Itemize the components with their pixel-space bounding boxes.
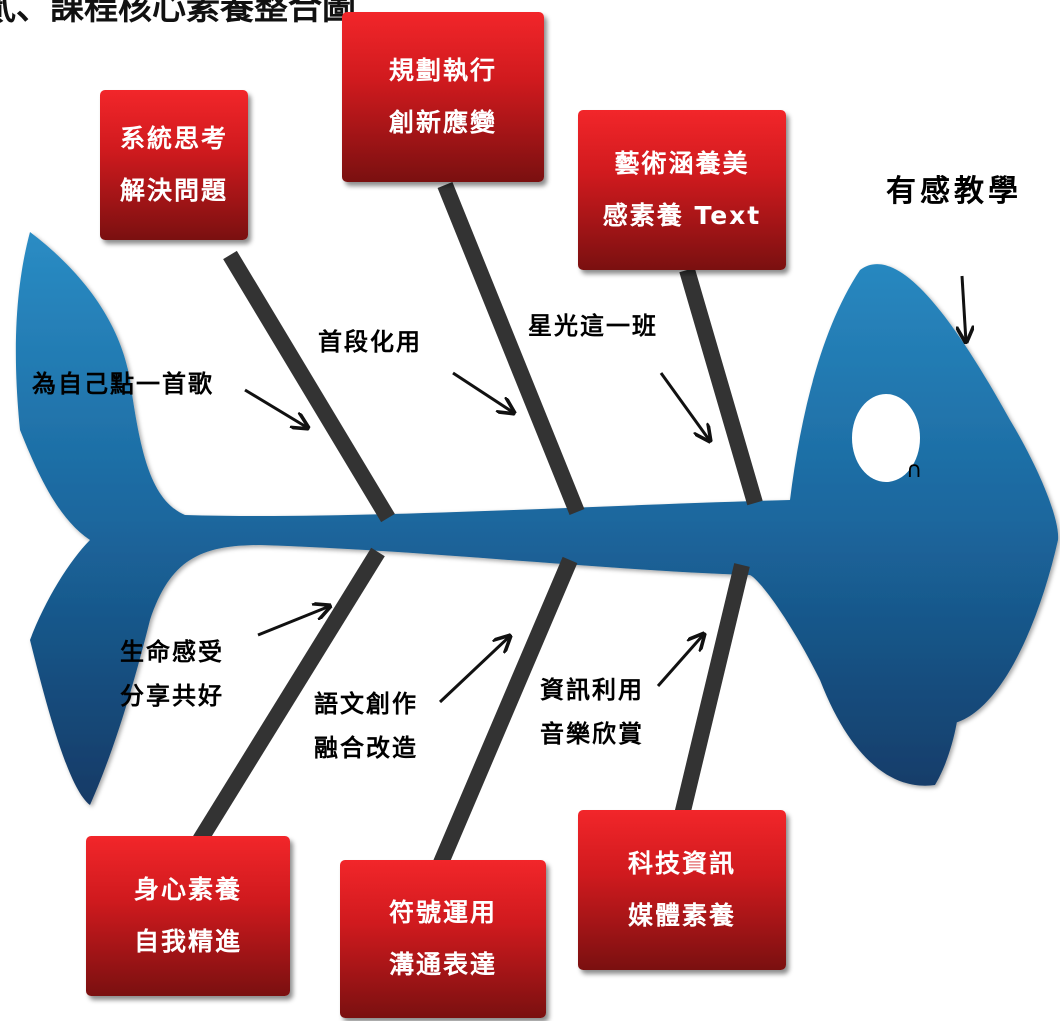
category-box-systems-thinking: 系統思考 解決問題: [100, 90, 248, 240]
label-line: 資訊利用: [540, 675, 644, 704]
mouth-mark: ∩: [906, 458, 923, 483]
bone-top-1: [223, 250, 395, 523]
arrow-bottom-1: [257, 606, 330, 637]
box-line: 解決問題: [119, 176, 228, 205]
box-line: 符號運用: [388, 898, 497, 927]
bone-bottom-3: [674, 563, 750, 817]
arrow-top-2: [452, 371, 514, 413]
label-info-music: 資訊利用 音樂欣賞: [540, 668, 644, 756]
box-line: 創新應變: [388, 108, 497, 137]
label-line: 音樂欣賞: [540, 719, 644, 748]
category-box-arts: 藝術涵養美 感素養 Text: [578, 110, 786, 270]
label-line: 語文創作: [314, 689, 418, 718]
label-line: 星光這一班: [528, 311, 658, 340]
label-line: 分享共好: [120, 681, 224, 710]
bone-top-3: [679, 267, 763, 506]
bone-top-2: [437, 182, 585, 515]
page-title-partial: 貳、課程核心素養整合圖: [0, 0, 356, 28]
label-writing: 語文創作 融合改造: [314, 682, 418, 770]
box-line: 溝通表達: [388, 950, 497, 979]
box-line: 媒體素養: [627, 901, 736, 930]
arrow-head: [962, 275, 966, 342]
arrow-bottom-3: [656, 634, 704, 687]
arrow-bottom-2: [438, 636, 510, 704]
label-line: 融合改造: [314, 733, 418, 762]
label-line: 為自己點一首歌: [32, 369, 214, 398]
category-box-wellbeing: 身心素養 自我精進: [86, 836, 290, 996]
arrow-top-1: [244, 388, 308, 428]
box-line: 系統思考: [119, 124, 228, 153]
fish-eye: [852, 394, 920, 482]
label-star-class: 星光這一班: [528, 304, 658, 348]
box-line: 科技資訊: [627, 849, 736, 878]
label-line: 生命感受: [120, 637, 224, 666]
label-line: 首段化用: [318, 327, 422, 356]
box-line: 自我精進: [133, 927, 242, 956]
bone-bottom-1: [193, 547, 385, 845]
head-title: 有感教學: [886, 174, 1022, 209]
box-line: 感素養 Text: [602, 201, 762, 230]
category-box-communication: 符號運用 溝通表達: [340, 860, 546, 1018]
arrow-top-3: [659, 372, 710, 441]
label-sing-song: 為自己點一首歌: [32, 362, 214, 406]
label-life-sharing: 生命感受 分享共好: [120, 630, 224, 718]
category-box-planning: 規劃執行 創新應變: [342, 12, 544, 182]
fish-body: [15, 232, 1059, 805]
bone-bottom-2: [432, 556, 578, 869]
category-box-media: 科技資訊 媒體素養: [578, 810, 786, 970]
label-first-paragraph: 首段化用: [318, 320, 422, 364]
box-line: 規劃執行: [388, 56, 497, 85]
box-line: 身心素養: [133, 875, 242, 904]
box-line: 藝術涵養美: [614, 149, 750, 178]
